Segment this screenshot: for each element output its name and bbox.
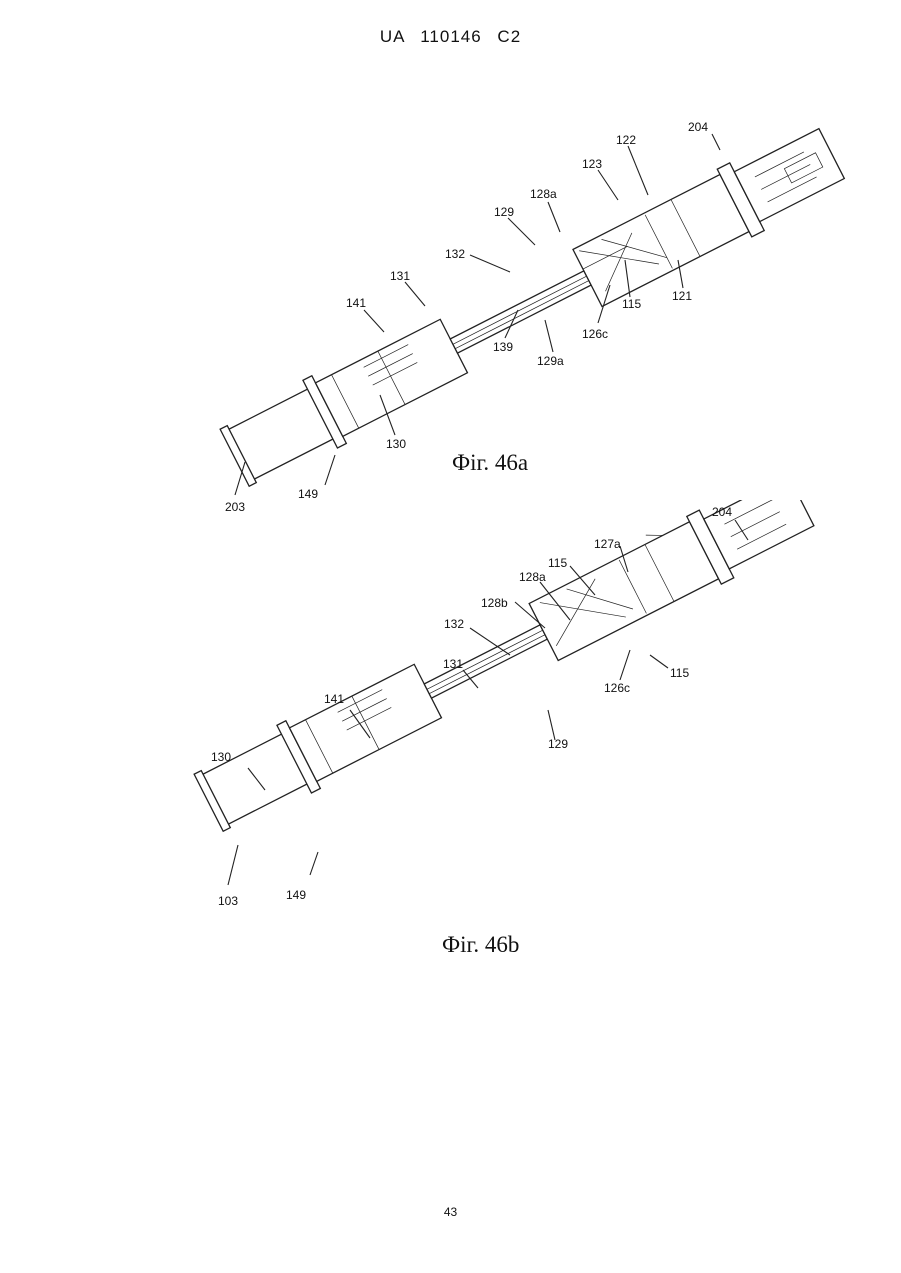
patent-header: UA 110146 C2 [0, 27, 901, 47]
figure-46a-drawing: 204 122 123 128a 129 132 131 141 121 115… [0, 110, 901, 530]
label-123: 123 [582, 157, 602, 171]
page-number: 43 [0, 1205, 901, 1219]
label-204: 204 [712, 505, 732, 519]
label-115-top: 115 [548, 556, 567, 570]
label-130: 130 [386, 437, 406, 451]
label-132: 132 [444, 617, 464, 631]
label-129a: 129a [537, 354, 564, 368]
figure-46a-caption: Фіг. 46a [452, 450, 528, 476]
label-128b: 128b [481, 596, 508, 610]
label-122: 122 [616, 133, 636, 147]
label-128a: 128a [530, 187, 557, 201]
figure-46a: 204 122 123 128a 129 132 131 141 121 115… [0, 110, 901, 530]
label-126c: 126c [604, 681, 630, 695]
label-115-bottom: 115 [670, 666, 689, 680]
label-129: 129 [548, 737, 568, 751]
figure-46b-drawing: 204 127a 115 128a 128b 132 131 141 130 1… [0, 500, 901, 920]
label-141: 141 [346, 296, 366, 310]
label-131: 131 [443, 657, 463, 671]
label-126c: 126c [582, 327, 608, 341]
label-131: 131 [390, 269, 410, 283]
label-115: 115 [622, 297, 641, 311]
label-129: 129 [494, 205, 514, 219]
label-204: 204 [688, 120, 708, 134]
label-141: 141 [324, 692, 344, 706]
label-149: 149 [286, 888, 306, 902]
figure-46b-caption: Фіг. 46b [442, 932, 519, 958]
label-139: 139 [493, 340, 513, 354]
label-149: 149 [298, 487, 318, 501]
label-127a: 127a [594, 537, 621, 551]
label-121: 121 [672, 289, 692, 303]
label-128a: 128a [519, 570, 546, 584]
label-103: 103 [218, 894, 238, 908]
label-132: 132 [445, 247, 465, 261]
figure-46b: 204 127a 115 128a 128b 132 131 141 130 1… [0, 500, 901, 920]
label-130: 130 [211, 750, 231, 764]
